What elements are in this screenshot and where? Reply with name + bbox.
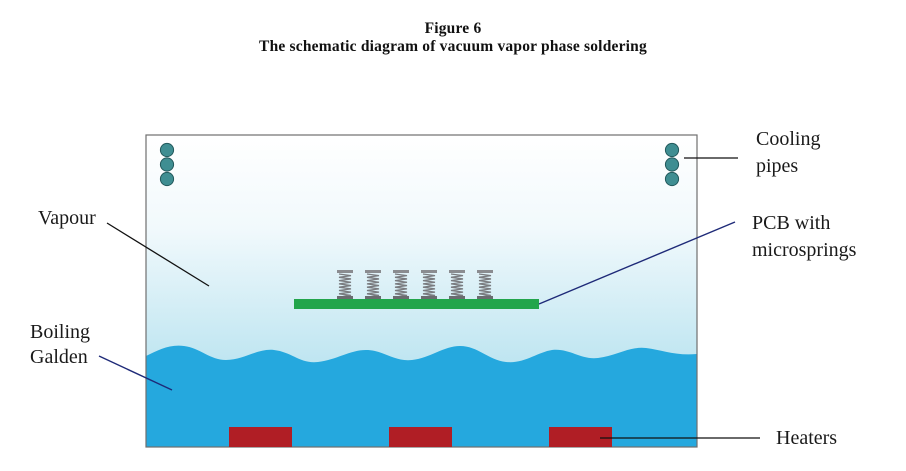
figure-title: The schematic diagram of vacuum vapor ph…: [259, 38, 647, 55]
microspring: [477, 270, 493, 299]
galden-label-line2: Galden: [30, 346, 88, 368]
microspring: [449, 270, 465, 299]
pcb-leader: [538, 221, 736, 305]
cooling-pipes-group: [159, 142, 680, 187]
pcb-board: [294, 299, 539, 309]
vapour-label: Vapour: [38, 207, 96, 229]
heaters-label: Heaters: [776, 427, 838, 449]
heaters-group: [229, 427, 612, 447]
cooling-pipe-right: [664, 171, 680, 187]
cooling-pipe-left: [159, 157, 175, 172]
vapour-leader: [106, 222, 210, 287]
galden-leader: [98, 355, 173, 391]
microspring: [337, 270, 353, 299]
cooling-pipes-label-line2: pipes: [756, 155, 799, 177]
pcb-label-line2: microsprings: [752, 239, 857, 261]
heater-3: [549, 427, 612, 447]
heater-2: [389, 427, 452, 447]
figure-number: Figure 6: [424, 20, 482, 37]
cooling-pipe-right: [664, 157, 680, 172]
galden-label-line1: Boiling: [30, 321, 91, 343]
heater-1: [229, 427, 292, 447]
cooling-pipes-label-line1: Cooling: [756, 128, 821, 150]
cooling-pipe-left: [159, 171, 175, 187]
microspring: [393, 270, 409, 299]
cooling-pipe-left: [159, 142, 175, 158]
boiling-galden-liquid: [146, 345, 697, 447]
microsprings-group: [337, 270, 493, 299]
microspring: [421, 270, 437, 299]
pcb-label-line1: PCB with: [752, 212, 831, 234]
cooling-pipe-right: [664, 142, 680, 158]
microspring: [365, 270, 381, 299]
